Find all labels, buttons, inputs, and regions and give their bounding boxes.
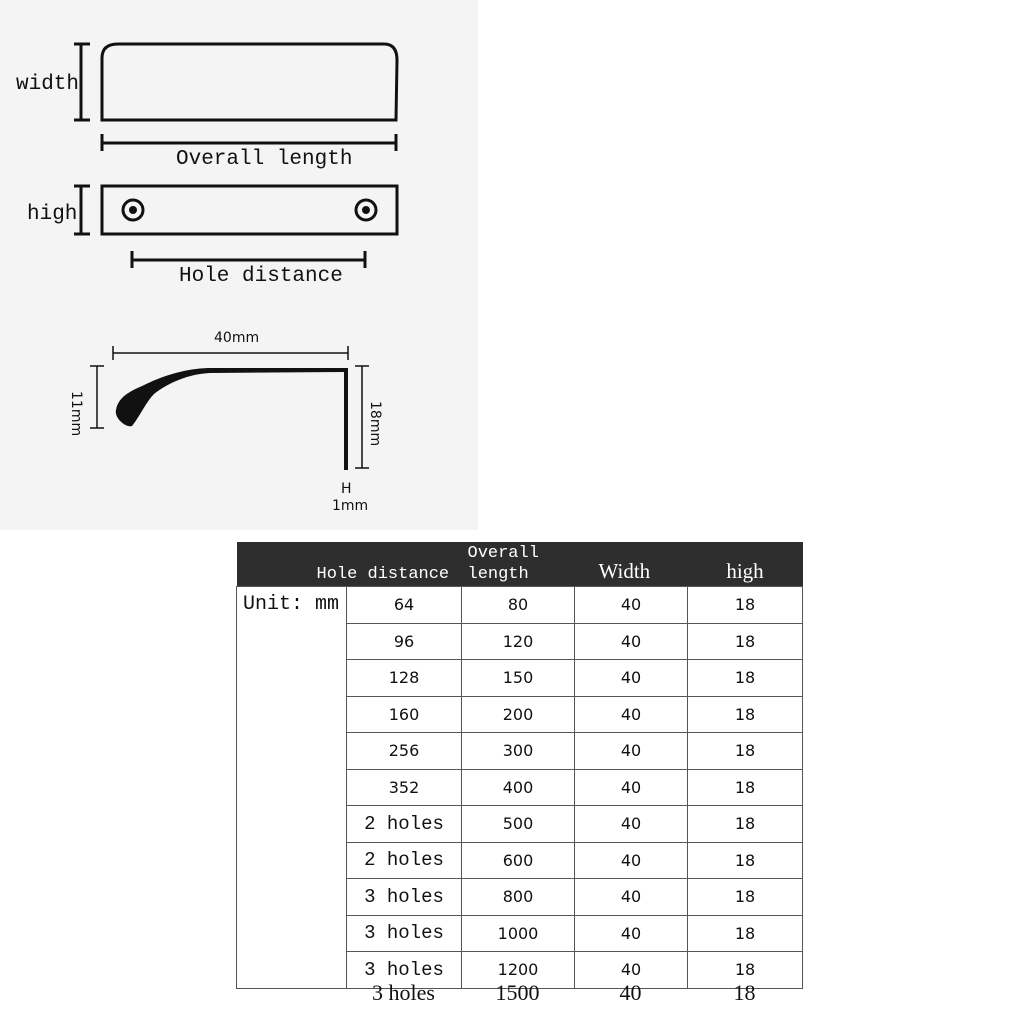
cell-hole-distance: 160 [346, 695, 462, 733]
profile-left-dim-label: 11mm [68, 391, 84, 436]
cell-high: 18 [687, 768, 803, 806]
cell-overall-length: 150 [461, 659, 575, 697]
cell-high: 18 [687, 732, 803, 770]
cell-overall-length: 500 [461, 805, 575, 843]
cell-width: 40 [574, 732, 688, 770]
cell-hole-distance: 352 [346, 768, 462, 806]
cell-high: 18 [687, 659, 803, 697]
last-hole-distance: 3 holes [372, 980, 435, 1005]
table-row: 128 150 40 18 [237, 659, 803, 697]
cell-width: 40 [574, 659, 688, 697]
cell-hole-distance: 128 [346, 659, 462, 697]
table-row: 2 holes 500 40 18 [237, 805, 803, 843]
diagram-panel: width Overall length high Hole distance [0, 0, 478, 530]
overall-length-label: Overall length [176, 148, 352, 171]
cell-width: 40 [574, 768, 688, 806]
cell-overall-length: 80 [461, 586, 575, 624]
table-row: 160 200 40 18 [237, 695, 803, 733]
cell-overall-length: 120 [461, 622, 575, 660]
cell-hole-distance: 3 holes [346, 951, 462, 989]
cell-overall-length: 600 [461, 841, 575, 879]
width-label: width [16, 73, 79, 96]
cell-hole-distance: 256 [346, 732, 462, 770]
cell-width: 40 [574, 695, 688, 733]
cell-width: 40 [574, 951, 688, 989]
cell-high: 18 [687, 805, 803, 843]
cell-width: 40 [574, 841, 688, 879]
front-view [74, 184, 399, 268]
table-row: 3 holes 800 40 18 [237, 878, 803, 916]
table-header-row: Hole distance Overall length Width high [236, 542, 803, 587]
handle-top-outline [100, 42, 399, 122]
cell-overall-length: 200 [461, 695, 575, 733]
handle-profile-shape [115, 368, 348, 470]
cell-high: 18 [687, 695, 803, 733]
cell-high: 18 [687, 951, 803, 989]
last-high: 18 [733, 980, 756, 1005]
cell-overall-length: 300 [461, 732, 575, 770]
hole-right-icon [354, 198, 378, 222]
cell-hole-distance: 64 [346, 586, 462, 624]
hole-left-icon [121, 198, 145, 222]
thickness-symbol: H [341, 481, 352, 497]
cell-high: 18 [687, 914, 803, 952]
cell-high: 18 [687, 878, 803, 916]
cell-hole-distance: 3 holes [346, 914, 462, 952]
cell-width: 40 [574, 878, 688, 916]
table-row: 256 300 40 18 [237, 732, 803, 770]
spec-table: Hole distance Overall length Width high … [236, 542, 803, 989]
table-row: Unit: mm 64 80 40 18 [236, 586, 803, 989]
unit-label: Unit: mm [236, 586, 347, 989]
hole-distance-label: Hole distance [179, 265, 343, 288]
cell-overall-length: 1000 [461, 914, 575, 952]
cell-high: 18 [687, 586, 803, 624]
cell-high: 18 [687, 622, 803, 660]
thickness-label: 1mm [332, 498, 368, 514]
cell-hole-distance: 2 holes [346, 805, 462, 843]
table-row: 3 holes 1000 40 18 [237, 914, 803, 952]
table-row: 3 holes 1200 40 18 [237, 951, 803, 989]
handle-front-outline [100, 184, 399, 236]
cell-width: 40 [574, 805, 688, 843]
top-view [74, 42, 399, 151]
profile-right-dim-label: 18mm [367, 401, 383, 446]
profile-view [90, 346, 369, 470]
cell-high: 18 [687, 841, 803, 879]
cell-width: 40 [574, 914, 688, 952]
cell-overall-length: 400 [461, 768, 575, 806]
high-label: high [27, 203, 77, 226]
last-width: 40 [619, 980, 642, 1005]
dimension-diagram: width Overall length high Hole distance [16, 42, 399, 514]
cell-width: 40 [574, 586, 688, 624]
cell-hole-distance: 2 holes [346, 841, 462, 879]
last-overall-length: 1500 [495, 980, 540, 1005]
cell-overall-length: 1200 [461, 951, 575, 989]
header-hole-distance: Hole distance [316, 565, 450, 584]
header-overall-length: Overall length [467, 544, 539, 584]
cell-overall-length: 800 [461, 878, 575, 916]
header-high: high [726, 559, 764, 583]
cell-width: 40 [574, 622, 688, 660]
profile-top-dim-label: 40mm [214, 330, 259, 346]
header-width: Width [598, 559, 651, 583]
table-last-row: 3 holes 1500 40 18 [236, 978, 802, 1008]
cell-hole-distance: 3 holes [346, 878, 462, 916]
cell-hole-distance: 96 [346, 622, 462, 660]
